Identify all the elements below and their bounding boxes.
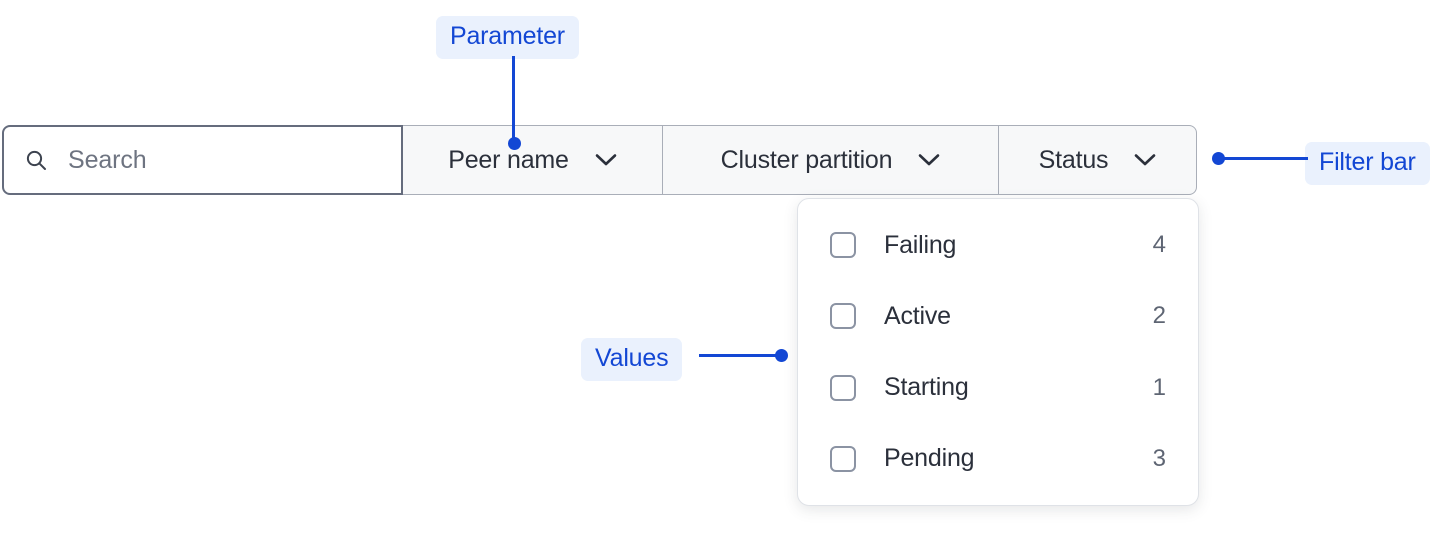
list-item-count: 3 xyxy=(1152,444,1166,472)
checkbox-active[interactable] xyxy=(830,303,856,330)
search-input[interactable]: Search xyxy=(2,125,403,195)
values-panel: Failing 4 Active 2 Starting 1 Pending 3 xyxy=(797,198,1199,506)
annotation-dot-filter-bar xyxy=(1212,152,1225,165)
annotation-leader-line-values xyxy=(699,354,781,357)
list-item[interactable]: Failing 4 xyxy=(830,221,1166,269)
list-item[interactable]: Pending 3 xyxy=(830,435,1166,483)
list-item-count: 2 xyxy=(1152,302,1166,330)
annotation-label-parameter: Parameter xyxy=(436,16,579,59)
chevron-down-icon xyxy=(1135,154,1156,166)
cluster-partition-dropdown[interactable]: Cluster partition xyxy=(663,125,999,195)
annotation-label-values: Values xyxy=(581,338,683,381)
peer-name-dropdown[interactable]: Peer name xyxy=(403,125,663,195)
search-icon xyxy=(26,150,46,170)
list-item-count: 4 xyxy=(1152,231,1166,258)
search-placeholder: Search xyxy=(68,145,147,174)
chevron-down-icon xyxy=(919,154,940,166)
status-label: Status xyxy=(1038,145,1109,174)
peer-name-label: Peer name xyxy=(448,145,569,174)
checkbox-pending[interactable] xyxy=(830,445,856,472)
list-item-label: Pending xyxy=(884,444,975,473)
list-item-label: Active xyxy=(884,301,951,330)
annotation-label-filter-bar: Filter bar xyxy=(1305,142,1430,185)
annotation-leader-line-parameter xyxy=(512,56,515,144)
checkbox-starting[interactable] xyxy=(830,374,856,401)
chevron-down-icon xyxy=(595,154,617,166)
list-item-count: 1 xyxy=(1152,373,1166,401)
list-item[interactable]: Starting 1 xyxy=(830,364,1166,412)
annotation-dot-values xyxy=(775,349,788,362)
status-dropdown[interactable]: Status xyxy=(999,125,1197,195)
cluster-partition-label: Cluster partition xyxy=(720,145,893,174)
annotation-leader-line-filter-bar xyxy=(1223,157,1308,160)
filter-bar: Search Peer name Cluster partition Statu… xyxy=(2,125,1197,195)
list-item-label: Starting xyxy=(884,373,969,402)
checkbox-failing[interactable] xyxy=(830,232,856,258)
annotation-dot-parameter xyxy=(508,137,521,150)
list-item[interactable]: Active 2 xyxy=(830,292,1166,340)
list-item-label: Failing xyxy=(884,230,957,259)
